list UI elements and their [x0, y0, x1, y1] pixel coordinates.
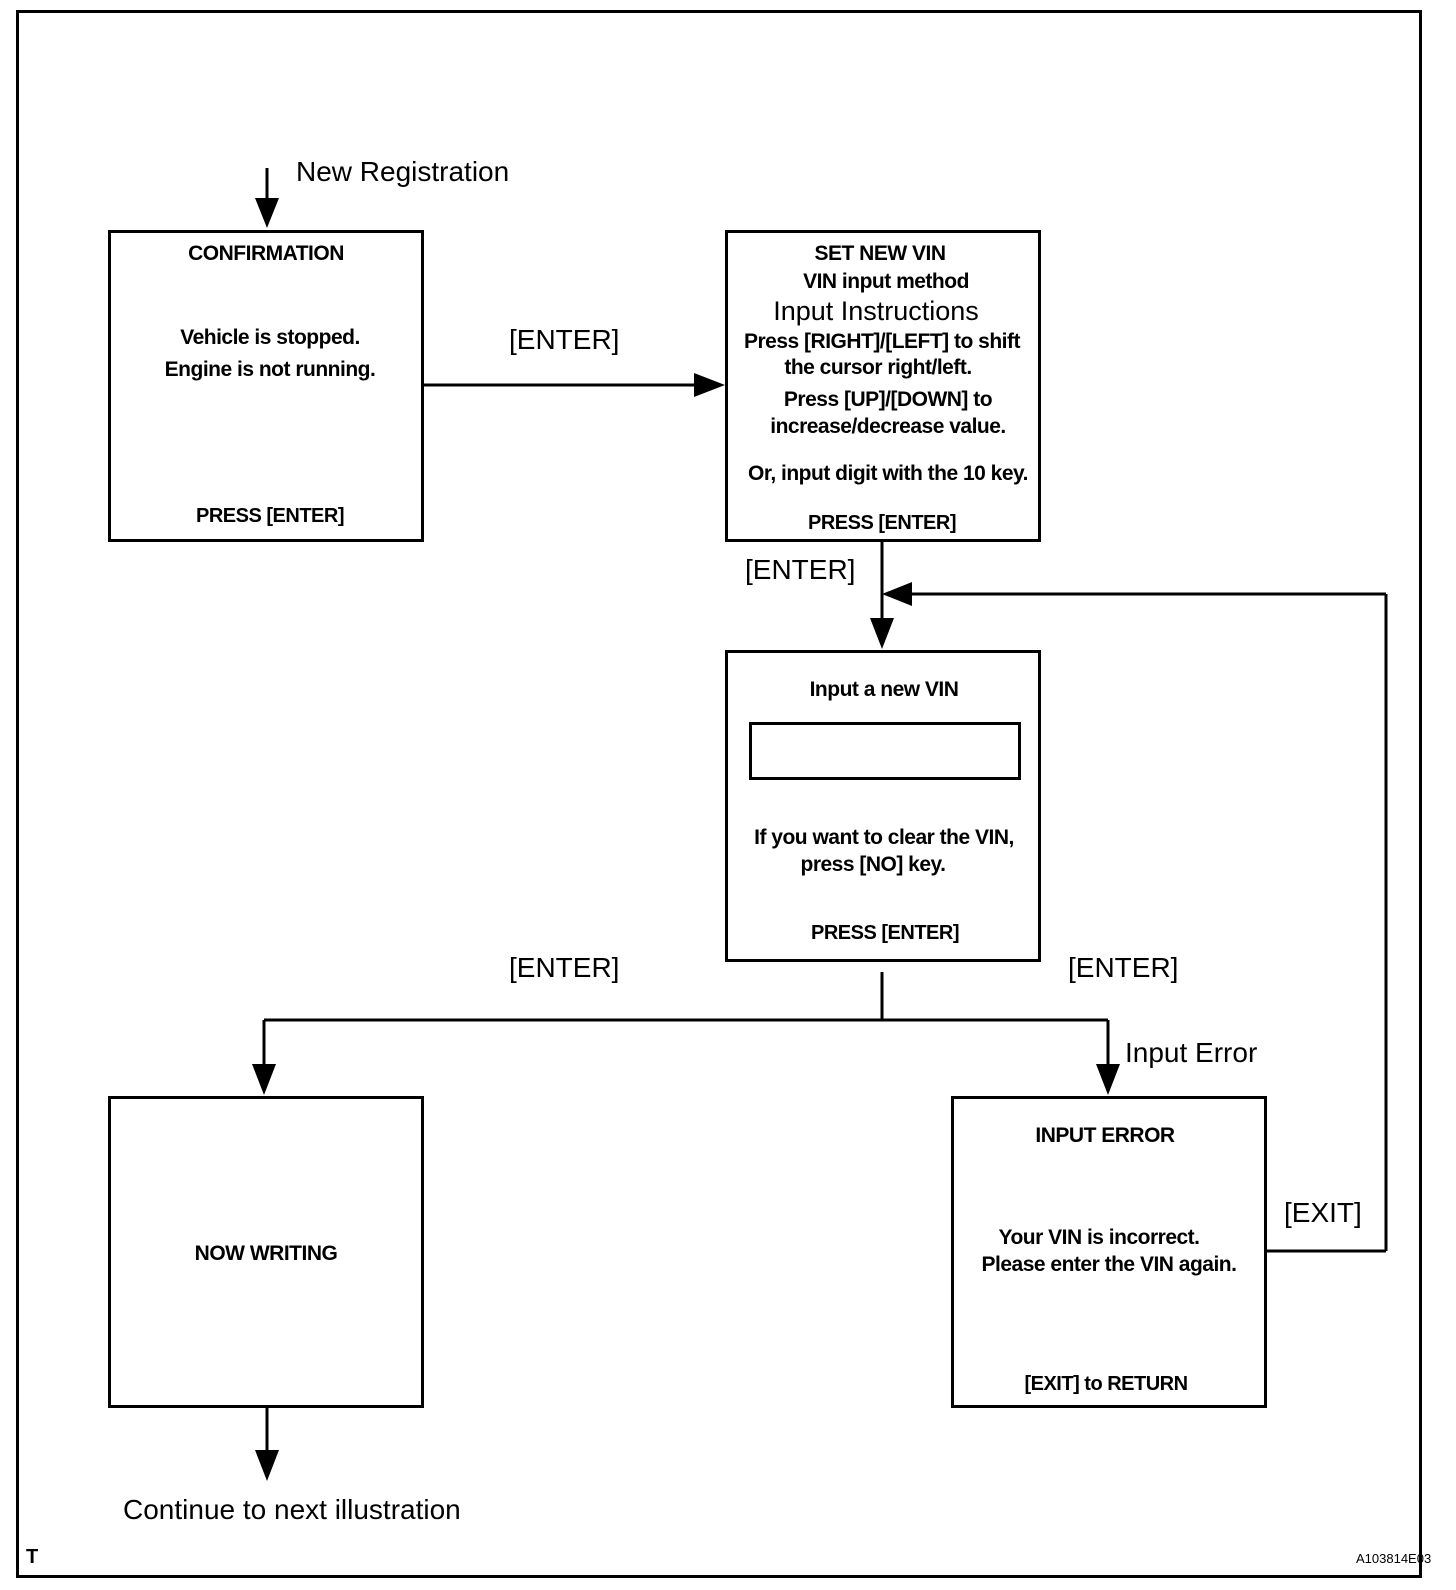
- set-new-vin-line-3: Press [UP]/[DOWN] to: [783, 388, 993, 411]
- new-registration-label: New Registration: [296, 156, 510, 187]
- set-new-vin-line-1: Press [RIGHT]/[LEFT] to shift: [744, 330, 1021, 353]
- exit-label: [EXIT]: [1284, 1197, 1362, 1228]
- confirmation-screen: [108, 230, 424, 542]
- input-new-vin-screen: [725, 650, 1041, 962]
- input-error-footer: [EXIT] to RETURN: [1024, 1373, 1188, 1395]
- input-error-label: Input Error: [1125, 1037, 1258, 1068]
- continue-arrow-head: [255, 1450, 279, 1481]
- set-new-vin-title: SET NEW VIN: [814, 242, 946, 265]
- figure-id: A103814E03: [1356, 1551, 1432, 1566]
- corner-mark: T: [26, 1546, 38, 1568]
- exit-loop-head: [882, 582, 912, 606]
- continue-label: Continue to next illustration: [123, 1494, 461, 1525]
- enter-label-setvin: [ENTER]: [745, 554, 856, 585]
- input-instructions-heading: Input Instructions: [773, 296, 979, 326]
- enter-label-confirmation: [ENTER]: [509, 324, 620, 355]
- set-new-vin-footer: PRESS [ENTER]: [808, 512, 956, 534]
- branch-right-head: [1096, 1064, 1120, 1095]
- vin-input-field[interactable]: [749, 722, 1021, 780]
- set-new-vin-subtitle: VIN input method: [803, 270, 969, 293]
- set-new-vin-line-2: the cursor right/left.: [784, 356, 972, 379]
- confirmation-line-2: Engine is not running.: [164, 358, 376, 381]
- set-new-vin-screen: [725, 230, 1041, 542]
- input-new-vin-line-2: press [NO] key.: [800, 853, 946, 876]
- now-writing-title: NOW WRITING: [194, 1242, 338, 1265]
- input-error-title: INPUT ERROR: [1035, 1124, 1175, 1147]
- setvin-to-input-head: [870, 618, 894, 649]
- input-error-line-1: Your VIN is incorrect.: [998, 1226, 1201, 1249]
- enter-label-input-error: [ENTER]: [1068, 952, 1179, 983]
- figure-frame: [16, 10, 1422, 1578]
- input-error-line-2: Please enter the VIN again.: [981, 1253, 1237, 1276]
- input-error-screen: [951, 1096, 1267, 1408]
- input-new-vin-title: Input a new VIN: [809, 678, 959, 701]
- confirmation-footer: PRESS [ENTER]: [196, 505, 344, 527]
- set-new-vin-line-5: Or, input digit with the 10 key.: [748, 462, 1028, 485]
- confirm-to-setvin-head: [694, 373, 725, 397]
- confirmation-line-1: Vehicle is stopped.: [180, 326, 360, 349]
- set-new-vin-line-4: increase/decrease value.: [770, 415, 1006, 438]
- input-new-vin-footer: PRESS [ENTER]: [811, 922, 959, 944]
- branch-left-head: [252, 1064, 276, 1095]
- now-writing-screen: [108, 1096, 424, 1408]
- entry-arrow-head: [255, 198, 279, 228]
- input-new-vin-line-1: If you want to clear the VIN,: [754, 826, 1014, 849]
- confirmation-title: CONFIRMATION: [188, 242, 344, 265]
- enter-label-now-writing: [ENTER]: [509, 952, 620, 983]
